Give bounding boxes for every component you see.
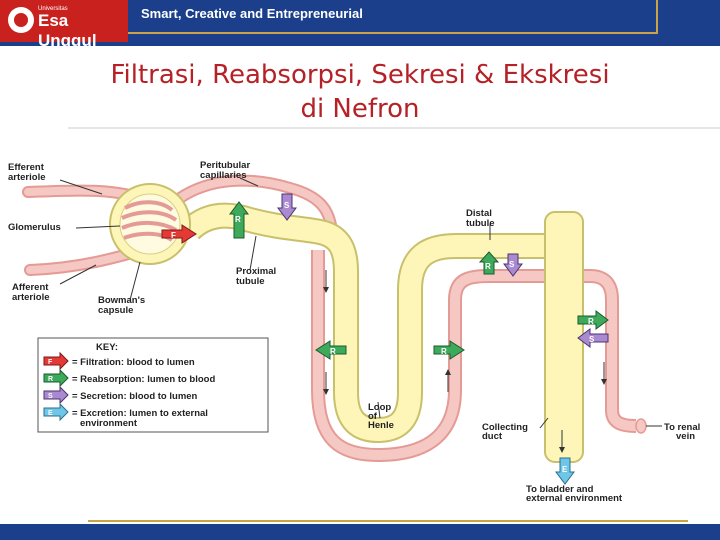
label-proximal-2: tubule (236, 276, 265, 287)
slide-title: Filtrasi, Reabsorpsi, Sekresi & Ekskresi… (0, 58, 720, 126)
label-bowman-2: capsule (98, 305, 133, 316)
proximal-pointer (249, 235, 257, 271)
key-excretion-text-2: environment (80, 418, 138, 429)
collecting-pointer (539, 417, 549, 429)
label-efferent-1: Efferent (8, 162, 45, 173)
label-collecting-2: duct (482, 431, 503, 442)
flow-arrows (323, 270, 607, 453)
key-reabsorption-swatch (43, 368, 69, 388)
key-filtration-swatch (43, 351, 69, 371)
header-divider (128, 32, 658, 34)
label-efferent-2: arteriole (8, 172, 46, 183)
slide-title-line1: Filtrasi, Reabsorpsi, Sekresi & Ekskresi (110, 60, 610, 90)
key-reabsorption-letter: R (48, 376, 53, 383)
reabsorption-arrow-4-letter: R (330, 347, 336, 356)
reabsorption-arrow-5-letter: R (441, 347, 447, 356)
nephron-tubule-fill (182, 204, 545, 441)
loop-pointer (377, 401, 381, 419)
excretion-arrow-letter: E (562, 465, 568, 474)
label-distal-2: tubule (466, 218, 495, 229)
filtration-arrow (161, 224, 197, 244)
collecting-duct (544, 211, 584, 463)
label-collecting-1: Collecting (482, 422, 528, 433)
secretion-arrow-1 (277, 193, 297, 221)
label-loop-3: Henle (368, 420, 394, 431)
label-renal-2: vein (676, 431, 695, 442)
label-proximal-1: Proximal (236, 266, 276, 277)
label-peritubular-1: Peritubular (200, 160, 250, 171)
label-renal-1: To renal (664, 422, 700, 433)
secretion-arrow-2 (503, 253, 523, 277)
tagline: Smart, Creative and Entrepreneurial (141, 6, 363, 21)
footer-bar (0, 524, 720, 540)
filtration-arrow-letter: F (171, 231, 176, 240)
slide-title-line2: di Nefron (300, 94, 420, 124)
header-tick (656, 0, 658, 34)
key-excretion-swatch (43, 402, 69, 422)
peritubular-capillary-upper-fill (177, 176, 336, 233)
key-excretion-letter: E (48, 410, 53, 417)
label-bowman-1: Bowman's (98, 295, 145, 306)
process-arrows: F R S R S R S R R E (161, 193, 609, 485)
vasa-recta-loop-fill (313, 250, 637, 461)
reabsorption-arrow-4 (315, 340, 347, 360)
afferent-pointer (59, 264, 97, 285)
reabsorption-arrow-5 (433, 340, 465, 360)
key-reabsorption-text: = Reabsorption: lumen to blood (72, 374, 215, 385)
label-afferent-2: arteriole (12, 292, 50, 303)
peritubular-pointer (239, 177, 259, 187)
excretion-arrow (555, 457, 575, 485)
key-legend: KEY: F = Filtration: blood to lumen R = … (37, 337, 269, 433)
secretion-arrow-3-letter: S (589, 335, 595, 344)
tubule-group (109, 183, 584, 463)
reabsorption-arrow-1 (229, 201, 249, 239)
key-secretion-text: = Secretion: blood to lumen (72, 391, 198, 402)
secretion-arrow-2-letter: S (509, 260, 515, 269)
label-distal-1: Distal (466, 208, 492, 219)
efferent-pointer (59, 179, 103, 195)
key-excretion-text: = Excretion: lumen to external (72, 408, 208, 419)
renal-vein-outlet (635, 418, 647, 434)
tuft-loop-2 (121, 210, 178, 222)
logo[interactable]: Universitas Esa Unggul (0, 0, 128, 50)
secretion-arrow-1-letter: S (284, 201, 290, 210)
bowman-pointer (129, 261, 141, 301)
label-bladder-1: To bladder and (526, 484, 594, 495)
label-afferent-1: Afferent (12, 282, 49, 293)
logo-emblem-icon (8, 7, 34, 33)
reabsorption-arrow-2-letter: R (485, 262, 491, 271)
reabsorption-arrow-2 (478, 251, 500, 275)
label-loop-2: of (368, 411, 378, 422)
footer-divider (88, 520, 688, 522)
label-glomerulus: Glomerulus (8, 222, 61, 233)
key-box (37, 337, 269, 433)
reabsorption-arrow-1-letter: R (235, 215, 241, 224)
diagram-labels: Efferent arteriole Peritubular capillari… (8, 160, 700, 504)
key-secretion-swatch (43, 385, 69, 405)
glomerulus-pointer (75, 225, 121, 229)
label-peritubular-2: capillaries (200, 170, 246, 181)
label-loop-1: Loop (368, 402, 391, 413)
tuft-loop-1 (124, 200, 174, 212)
secretion-arrow-3 (577, 328, 609, 348)
logo-text: Esa Unggul (38, 11, 97, 50)
key-secretion-letter: S (48, 393, 53, 400)
label-bladder-2: external environment (526, 493, 623, 504)
reabsorption-arrow-3-letter: R (588, 317, 594, 326)
key-title: KEY: (96, 342, 118, 353)
key-filtration-text: = Filtration: blood to lumen (72, 357, 195, 368)
logo-small-text: Universitas (38, 6, 68, 12)
reabsorption-arrow-3 (577, 310, 609, 330)
tuft-loop-3 (121, 221, 177, 232)
pointer-lines (59, 177, 662, 429)
key-filtration-letter: F (48, 359, 53, 366)
